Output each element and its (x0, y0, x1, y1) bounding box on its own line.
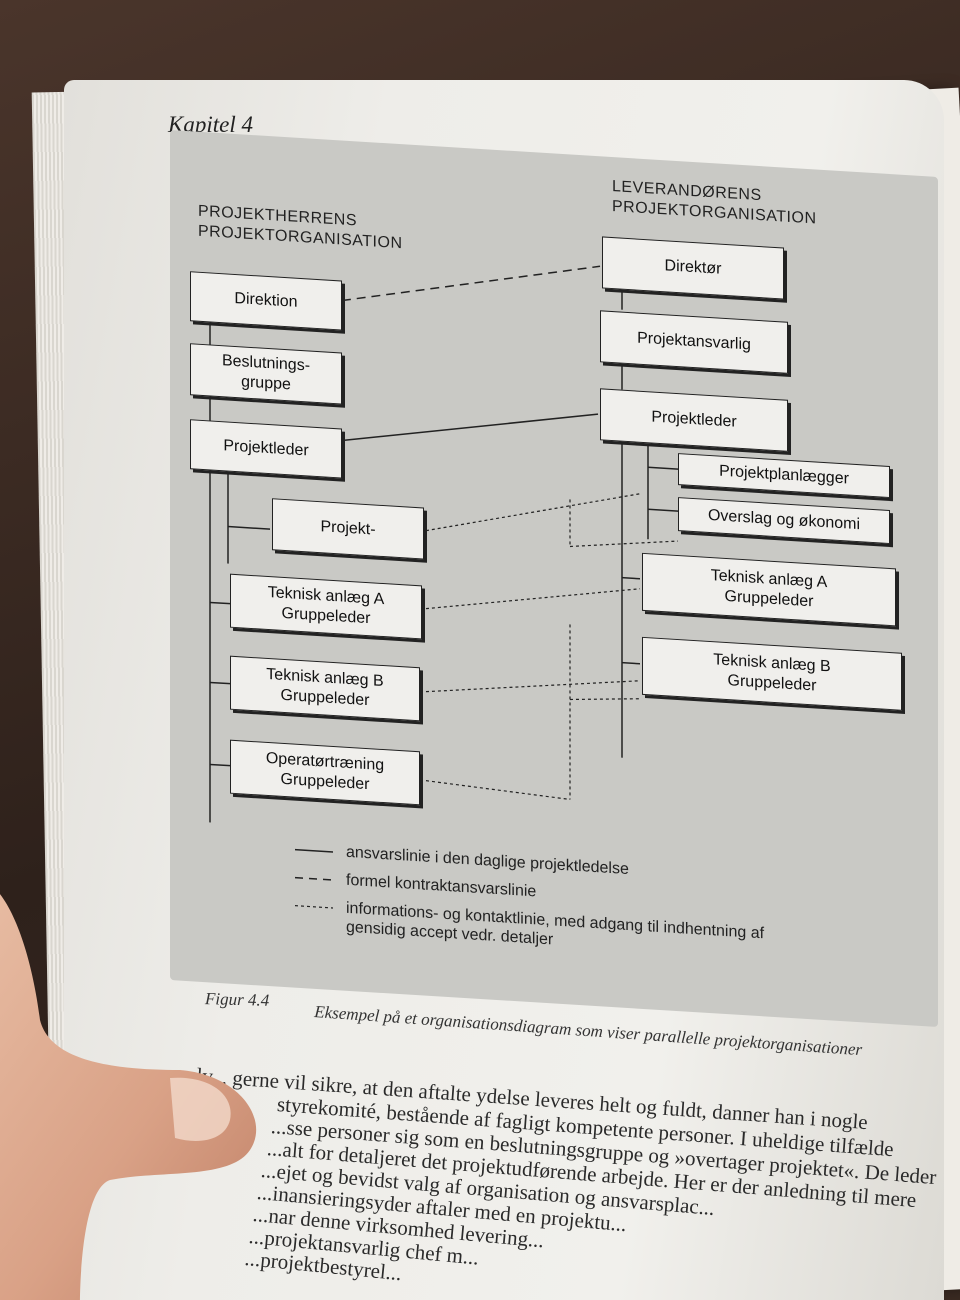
connector-lines (209, 265, 679, 909)
box-projektleder-left: Projektleder (190, 419, 342, 479)
box-direktion: Direktion (190, 271, 342, 331)
box-beslutningsgruppe: Beslutnings- gruppe (190, 343, 342, 405)
box-teknisk-b-left: Teknisk anlæg B Gruppeleder (230, 655, 420, 722)
box-projekt: Projekt- (272, 498, 424, 560)
org-diagram: PROJEKTHERRENS PROJEKTORGANISATION LEVER… (170, 130, 950, 1058)
box-operatortraening: Operatørtræning Gruppeleder (230, 739, 420, 806)
box-direktor: Direktør (602, 236, 784, 300)
thumb-image (0, 894, 257, 1300)
